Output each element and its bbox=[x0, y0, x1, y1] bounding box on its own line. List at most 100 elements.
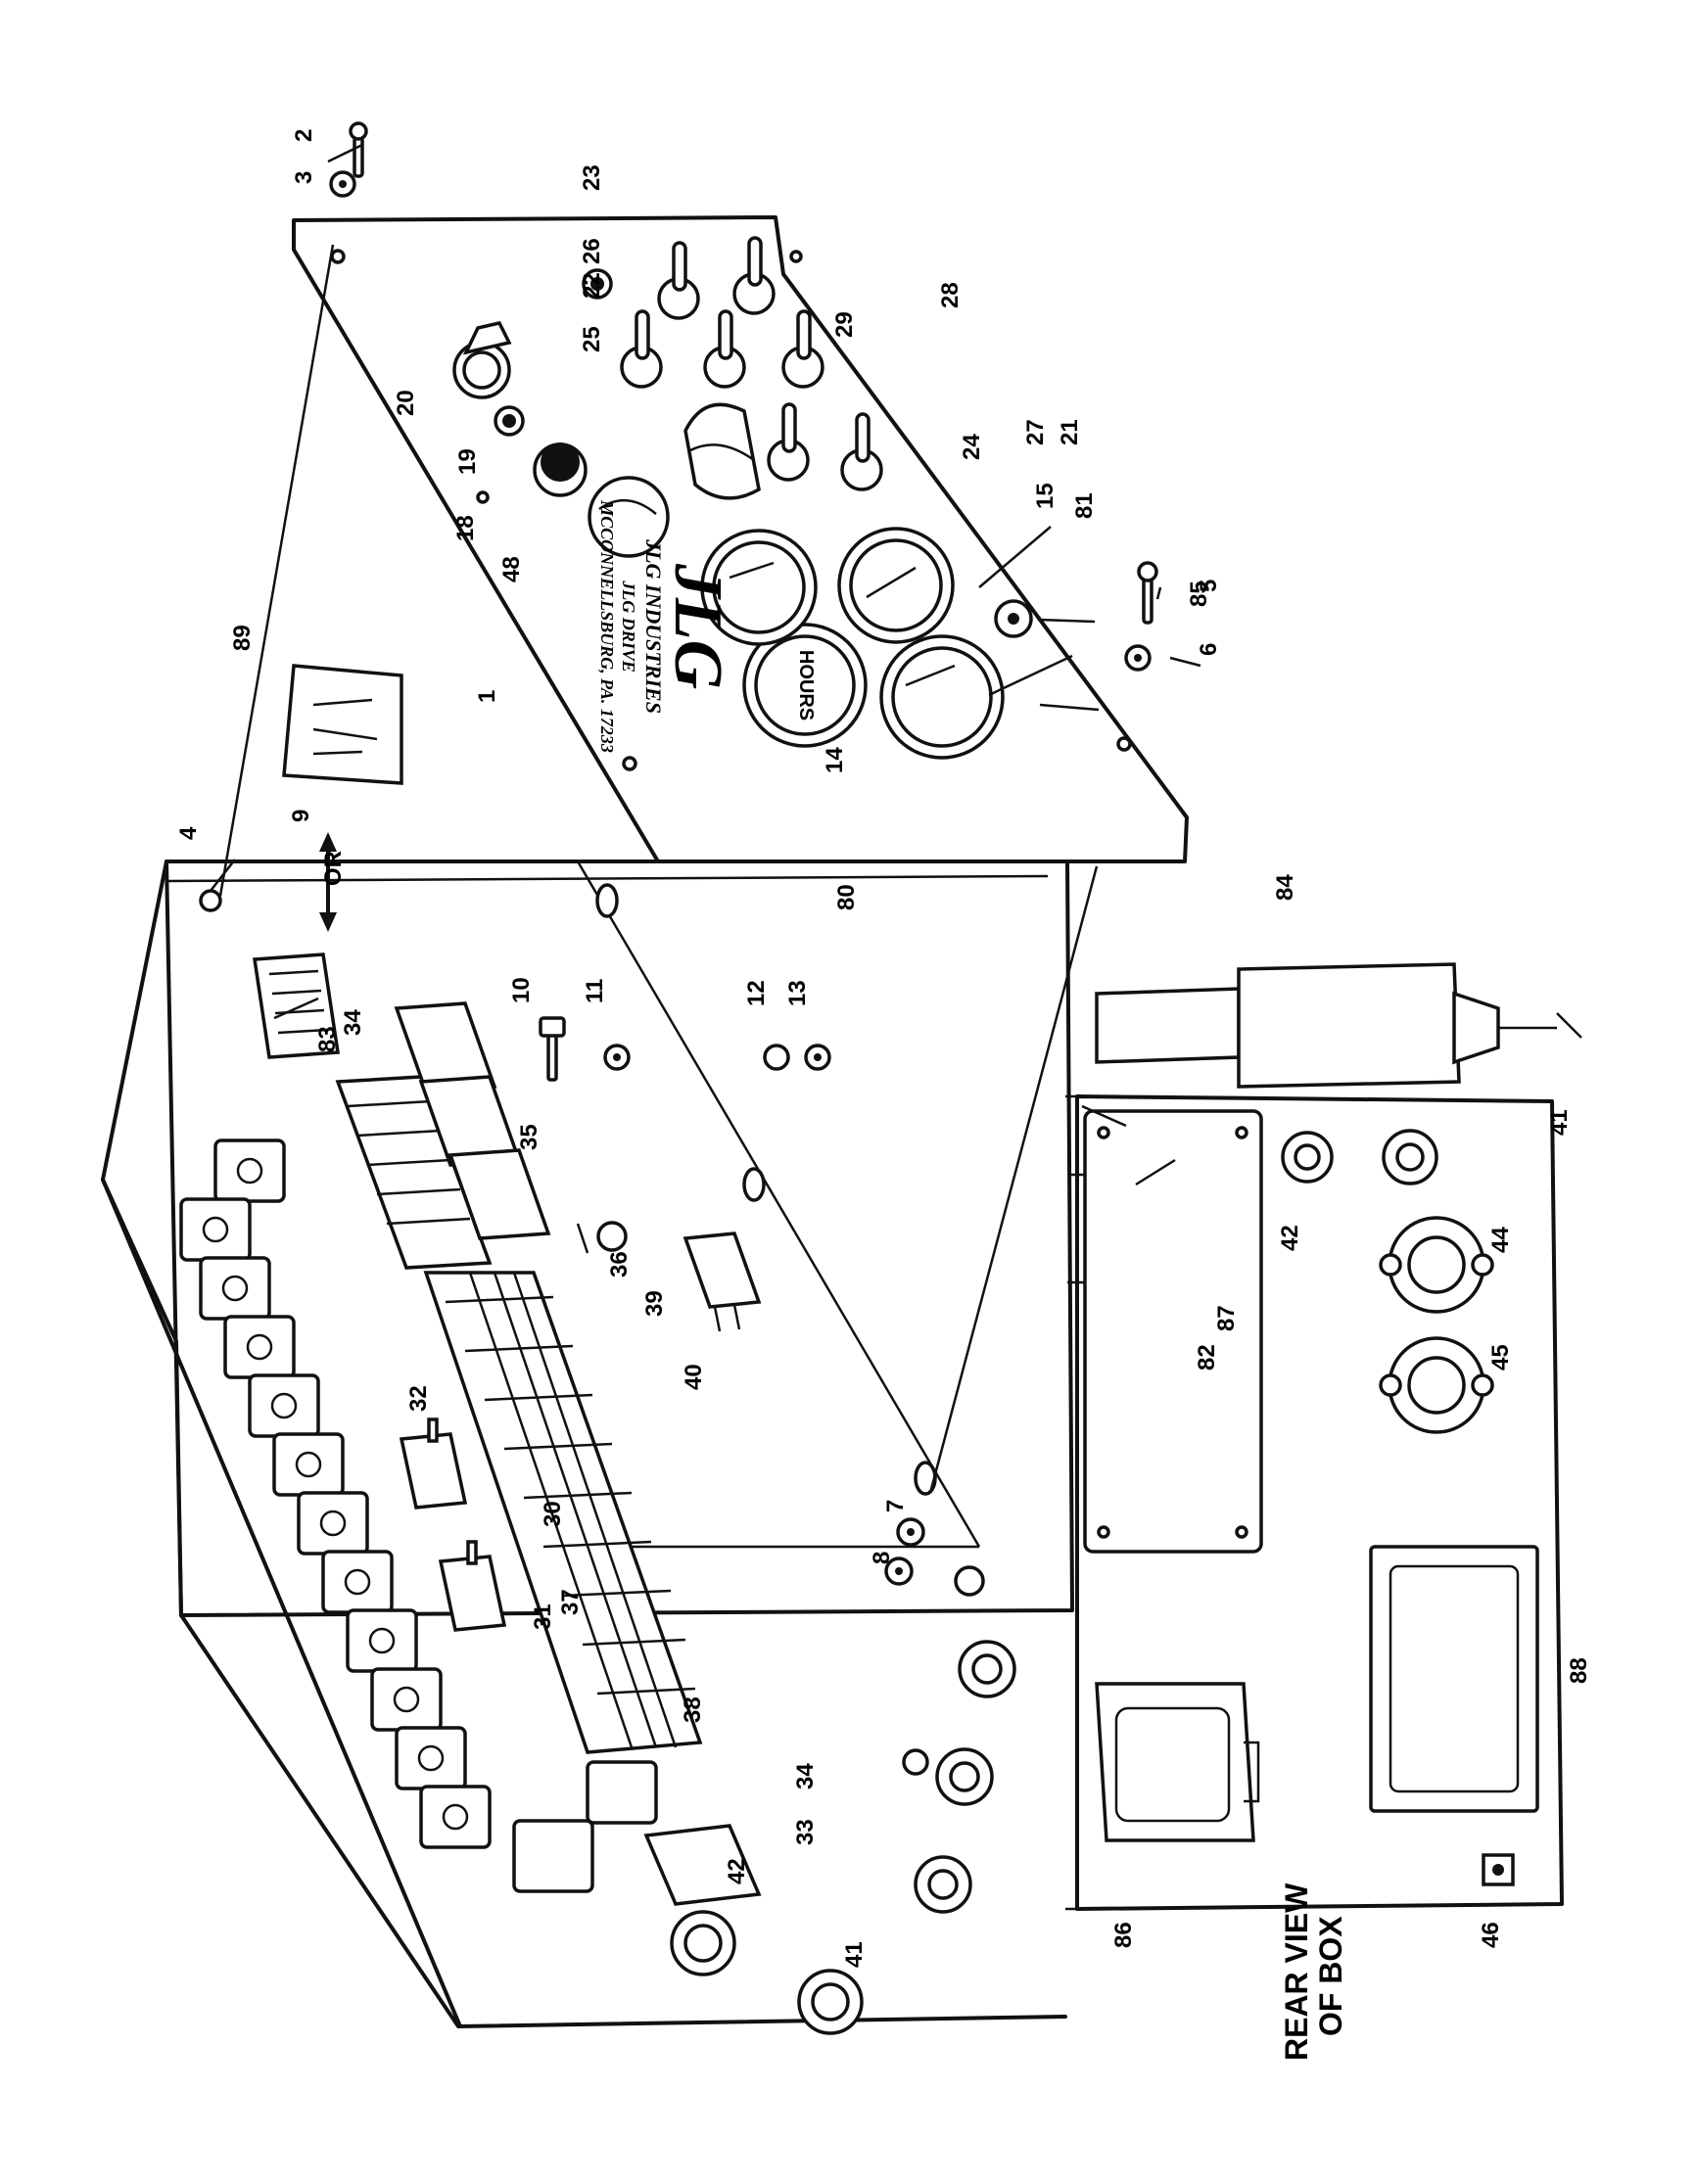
callout-6: 6 bbox=[1196, 643, 1222, 656]
callout-88: 88 bbox=[1566, 1657, 1592, 1684]
push-button bbox=[533, 442, 588, 497]
circuit-breaker-32 bbox=[399, 1417, 468, 1510]
cover-87 bbox=[1067, 1109, 1263, 1554]
callout-36: 36 bbox=[606, 1251, 633, 1278]
callout-37: 37 bbox=[557, 1589, 584, 1615]
callout-38: 38 bbox=[680, 1696, 706, 1723]
terminal-33 bbox=[643, 1824, 762, 1906]
callout-81: 81 bbox=[1071, 492, 1098, 519]
relay-row bbox=[179, 1138, 658, 1893]
callout-33: 33 bbox=[792, 1819, 819, 1845]
callout-44: 44 bbox=[1487, 1227, 1514, 1253]
receptacle-45 bbox=[1379, 1336, 1494, 1434]
callout-34a: 34 bbox=[340, 1009, 366, 1036]
relay-82 bbox=[683, 1231, 762, 1332]
strain-relief-42 bbox=[670, 1910, 736, 1976]
callout-25: 25 bbox=[579, 326, 605, 352]
side-grommets bbox=[902, 1640, 1016, 1914]
knob-85 bbox=[994, 599, 1033, 638]
toggle-switches bbox=[620, 236, 883, 491]
receptacle-44 bbox=[1379, 1216, 1494, 1314]
callout-82: 82 bbox=[1194, 1344, 1220, 1371]
box-hole-2 bbox=[596, 1221, 628, 1252]
callout-20: 20 bbox=[393, 390, 419, 416]
callout-21: 21 bbox=[1057, 419, 1083, 445]
callout-28: 28 bbox=[937, 282, 964, 308]
callout-15: 15 bbox=[1032, 483, 1059, 509]
window-88 bbox=[1369, 1545, 1539, 1813]
rear-view-title-line1: REAR VIEW bbox=[1279, 1882, 1314, 2061]
callout-10: 10 bbox=[508, 977, 535, 1003]
callout-80: 80 bbox=[833, 884, 860, 910]
callout-14: 14 bbox=[822, 747, 848, 773]
rear-view-box bbox=[1065, 1094, 1564, 1911]
callout-27: 27 bbox=[1022, 419, 1049, 445]
nut-7 bbox=[896, 1517, 925, 1547]
strain-relief-41 bbox=[797, 1969, 864, 2035]
callout-12: 12 bbox=[743, 980, 770, 1006]
gauge-15 bbox=[700, 529, 818, 646]
assembly-leader-lines bbox=[218, 244, 1099, 1494]
washer-3 bbox=[329, 170, 356, 198]
callout-9: 9 bbox=[288, 810, 314, 822]
stud-46 bbox=[1482, 1853, 1515, 1886]
washer-11 bbox=[603, 1044, 631, 1071]
indicator-light-19 bbox=[494, 405, 525, 437]
callout-41a: 41 bbox=[841, 1941, 868, 1968]
hour-meter-gauge: HOURS bbox=[742, 623, 868, 748]
decal-89 bbox=[282, 664, 403, 785]
indicator-light-top bbox=[582, 268, 613, 300]
callout-42a: 42 bbox=[724, 1858, 750, 1884]
washer-12 bbox=[763, 1044, 790, 1071]
callout-8: 8 bbox=[869, 1552, 895, 1564]
company-name-line2: JLG DRIVE bbox=[619, 580, 638, 673]
callout-7: 7 bbox=[882, 1500, 909, 1512]
callout-1: 1 bbox=[474, 690, 500, 703]
callout-84: 84 bbox=[1272, 874, 1298, 901]
callout-48: 48 bbox=[498, 556, 525, 582]
callout-leaders bbox=[210, 143, 1201, 1254]
terminal-block-83 bbox=[252, 953, 341, 1059]
gauge-80 bbox=[879, 634, 1005, 760]
company-logo: JLG JLG INDUSTRIES JLG DRIVE MCCONNELLSB… bbox=[597, 499, 735, 753]
box-hole bbox=[954, 1565, 985, 1597]
company-name-line3: MCCONNELLSBURG, PA. 17233 bbox=[597, 499, 617, 753]
callout-31: 31 bbox=[530, 1603, 556, 1630]
component-84 bbox=[1095, 962, 1582, 1089]
callout-30: 30 bbox=[540, 1501, 566, 1527]
company-name-line1: JLG INDUSTRIES bbox=[641, 538, 666, 714]
emergency-switch bbox=[683, 402, 761, 500]
electrical-box bbox=[101, 860, 1074, 2028]
or-arrow bbox=[319, 832, 337, 932]
callout-83: 83 bbox=[314, 1026, 341, 1052]
circuit-breaker-31 bbox=[438, 1540, 507, 1632]
callout-40: 40 bbox=[681, 1364, 707, 1390]
callout-41b: 41 bbox=[1546, 1109, 1573, 1136]
callout-11: 11 bbox=[582, 979, 608, 1003]
key-switch bbox=[452, 320, 512, 399]
terminal-strip bbox=[423, 1271, 703, 1754]
callout-85: 85 bbox=[1186, 581, 1212, 607]
washer-6 bbox=[1124, 644, 1152, 672]
screw-5 bbox=[1137, 561, 1158, 625]
logo-text: JLG bbox=[660, 563, 735, 689]
control-panel bbox=[292, 215, 1189, 863]
callout-86: 86 bbox=[1110, 1922, 1137, 1948]
callout-3: 3 bbox=[291, 171, 317, 184]
rear-view-title-line2: OF BOX bbox=[1313, 1916, 1348, 2036]
horn-dome bbox=[588, 476, 670, 558]
callout-22: 22 bbox=[579, 272, 605, 299]
gauge-81 bbox=[837, 527, 955, 644]
callout-34b: 34 bbox=[792, 1763, 819, 1789]
callout-23: 23 bbox=[579, 164, 605, 191]
callout-87: 87 bbox=[1213, 1305, 1240, 1331]
callout-42b: 42 bbox=[1277, 1225, 1303, 1251]
rear-grommet-42 bbox=[1281, 1131, 1334, 1184]
callout-2: 2 bbox=[291, 129, 317, 142]
callout-18: 18 bbox=[452, 515, 479, 541]
callout-35: 35 bbox=[516, 1124, 542, 1150]
callout-4: 4 bbox=[175, 826, 202, 840]
nut-8 bbox=[884, 1557, 914, 1586]
callout-45: 45 bbox=[1487, 1344, 1514, 1371]
